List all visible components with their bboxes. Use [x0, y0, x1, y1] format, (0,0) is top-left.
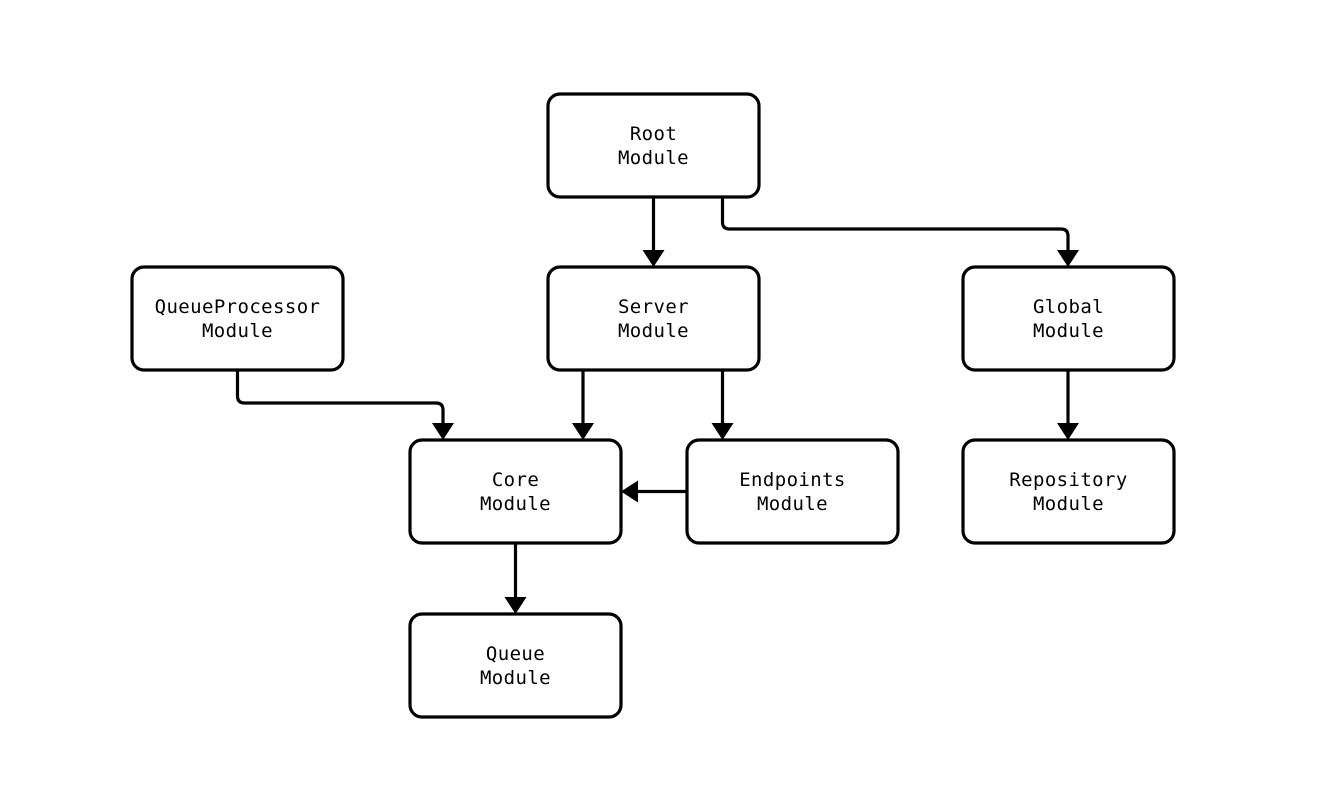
edges-layer — [235, 197, 1079, 614]
edge-arrowhead — [621, 480, 638, 503]
edge-server-to-endpoints — [711, 370, 734, 440]
node-label-kind: Module — [480, 667, 551, 689]
edge-server-to-core — [572, 370, 594, 440]
node-box[interactable] — [546, 92, 761, 199]
edge-endpoints-to-core — [621, 480, 687, 503]
node-label-name: Server — [618, 296, 689, 318]
node-label-name: Core — [492, 469, 539, 491]
edge-core-to-queue — [504, 543, 527, 614]
edge-arrowhead — [642, 250, 665, 267]
edge-arrowhead — [1057, 423, 1079, 440]
nodes-layer: RootModuleQueueProcessorModuleServerModu… — [130, 92, 1176, 719]
node-label-kind: Module — [618, 147, 689, 169]
node-label-kind: Module — [1033, 320, 1104, 342]
node-box[interactable] — [961, 265, 1176, 372]
edge-line — [235, 370, 445, 425]
edge-root-to-global — [720, 197, 1079, 267]
edge-queueprocessor-to-core — [235, 370, 454, 440]
node-label-name: Queue — [486, 643, 545, 665]
node-label-kind: Module — [618, 320, 689, 342]
node-label-kind: Module — [202, 320, 273, 342]
edge-arrowhead — [572, 423, 594, 440]
node-label-name: Repository — [1009, 469, 1127, 491]
node-label-name: Endpoints — [739, 469, 846, 491]
edge-arrowhead — [504, 597, 527, 614]
edge-root-to-server — [642, 197, 665, 267]
node-label-name: QueueProcessor — [155, 296, 321, 318]
node-box[interactable] — [130, 265, 345, 372]
edge-arrowhead — [432, 423, 454, 440]
node-label-kind: Module — [1033, 493, 1104, 515]
edge-line — [720, 197, 1070, 252]
node-box[interactable] — [961, 438, 1176, 545]
node-box[interactable] — [408, 612, 623, 719]
node-box[interactable] — [408, 438, 623, 545]
edge-arrowhead — [1057, 250, 1079, 267]
node-label-name: Global — [1033, 296, 1104, 318]
node-box[interactable] — [546, 265, 761, 372]
edge-global-to-repository — [1057, 370, 1079, 440]
node-label-name: Root — [630, 123, 677, 145]
node-box[interactable] — [685, 438, 900, 545]
edge-arrowhead — [711, 423, 734, 440]
node-label-kind: Module — [757, 493, 828, 515]
node-label-kind: Module — [480, 493, 551, 515]
